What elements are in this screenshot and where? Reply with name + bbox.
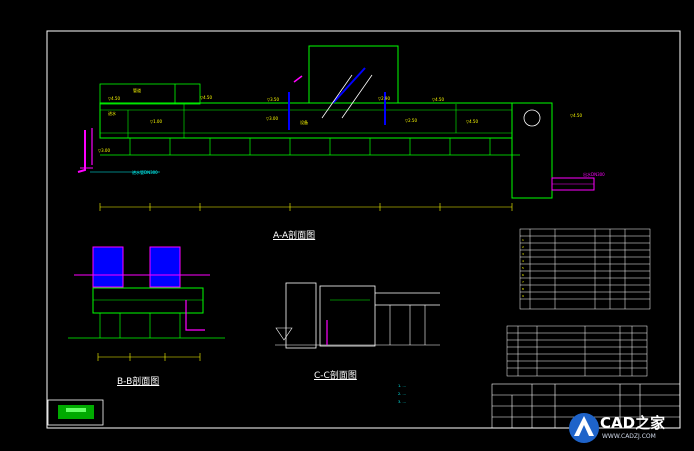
watermark-brand: CAD之家: [600, 414, 666, 432]
section-aa-drawing: ▽4.50 管道 ▽4.50 ▽3.50 ▽3.00 设备 ▽2.90 ▽2.50 ▽4…: [77, 45, 605, 211]
svg-text:▽3.50: ▽3.50: [267, 97, 279, 102]
svg-text:▽3.00: ▽3.00: [266, 116, 278, 121]
section-cc-title: C-C剖面图: [314, 371, 357, 381]
section-bb-drawing: [68, 246, 225, 361]
svg-text:进水管DN300: 进水管DN300: [132, 169, 158, 175]
svg-text:▽4.50: ▽4.50: [570, 113, 582, 118]
svg-text:5: 5: [522, 266, 524, 270]
svg-text:进水: 进水: [108, 110, 116, 116]
svg-text:▽2.90: ▽2.90: [378, 96, 390, 101]
svg-text:3: 3: [522, 252, 524, 256]
svg-text:管道: 管道: [133, 87, 141, 93]
cadzj-logo-icon: [569, 413, 599, 443]
svg-text:3. ...: 3. ...: [398, 400, 406, 404]
svg-text:1. ...: 1. ...: [398, 384, 406, 388]
svg-text:▽3.00: ▽3.00: [98, 148, 110, 153]
svg-text:9: 9: [522, 294, 524, 298]
material-table: [506, 325, 648, 377]
svg-text:▽4.50: ▽4.50: [432, 97, 444, 102]
svg-text:设备: 设备: [300, 119, 308, 125]
svg-text:6: 6: [522, 273, 524, 277]
svg-text:8: 8: [522, 287, 524, 291]
watermark-url: WWW.CADZJ.COM: [602, 433, 656, 440]
svg-text:4: 4: [522, 259, 524, 263]
svg-text:2. ...: 2. ...: [398, 392, 406, 396]
equipment-table: [519, 228, 651, 310]
drawing-notes: 1. ... 2. ... 3. ...: [398, 384, 406, 404]
svg-text:1: 1: [522, 238, 524, 242]
watermark: [566, 408, 690, 448]
svg-text:▽4.50: ▽4.50: [108, 96, 120, 101]
svg-text:▽4.50: ▽4.50: [466, 119, 478, 124]
svg-text:2: 2: [522, 245, 524, 249]
section-bb-title: B-B剖面图: [117, 377, 160, 387]
svg-text:▽4.50: ▽4.50: [200, 95, 212, 100]
section-cc-drawing: [275, 282, 440, 349]
company-logo-box: [47, 399, 104, 426]
svg-text:▽2.50: ▽2.50: [405, 118, 417, 123]
sheet-frame: [46, 30, 681, 429]
svg-text:▽1.00: ▽1.00: [150, 119, 162, 124]
section-aa-title: A-A剖面图: [273, 231, 316, 241]
svg-text:出水DN300: 出水DN300: [583, 171, 605, 177]
svg-text:7: 7: [522, 280, 524, 284]
